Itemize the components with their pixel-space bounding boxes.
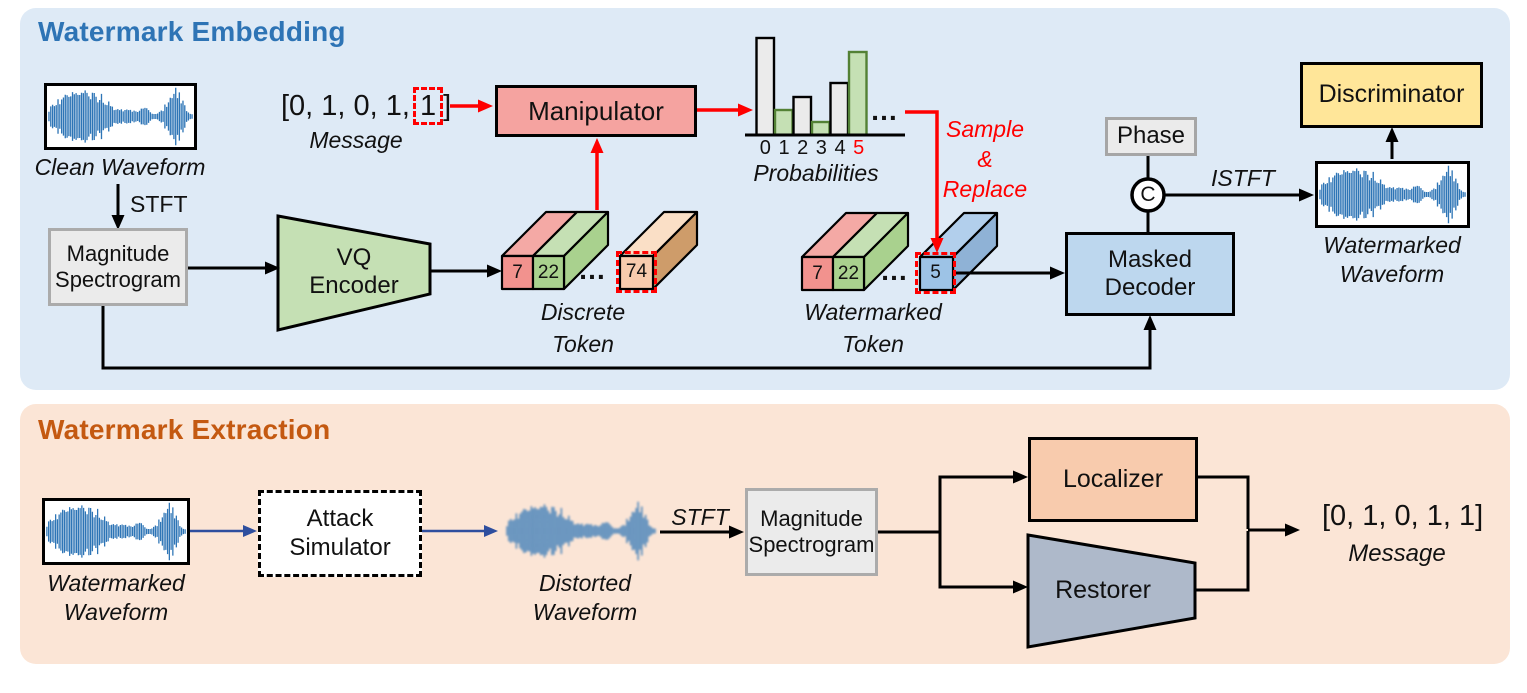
distorted-waveform-label: Distorted Waveform	[532, 570, 638, 625]
watermarked-token-replaced-cell: 5	[915, 252, 956, 294]
vq-encoder-shape	[276, 214, 432, 332]
vq-encoder-label: VQ Encoder	[309, 243, 399, 299]
watermarked-waveform-label-extract: Watermarked Waveform	[47, 570, 185, 625]
watermarked-waveform-label-embed: Watermarked Waveform	[1323, 232, 1461, 287]
extraction-title: Watermark Extraction	[38, 414, 331, 445]
embed-message-label: Message	[309, 127, 403, 153]
sample-replace-line3: Replace	[942, 176, 1028, 202]
magnitude-spectrogram-extract: Magnitude Spectrogram	[745, 488, 878, 576]
prob-tick-1: 1	[778, 137, 790, 159]
istft-label: ISTFT	[1211, 165, 1275, 191]
discrete-token-replaced-cell: 74	[616, 251, 657, 293]
discrete-token-cell-0: 7	[512, 261, 523, 283]
message-suffix: ]	[443, 89, 452, 122]
watermarked-waveform-image-extract	[42, 498, 190, 565]
sample-replace-line2: &	[977, 146, 993, 172]
masked-decoder-box: Masked Decoder	[1065, 232, 1235, 316]
watermarked-token-shape	[800, 211, 999, 292]
message-prefix: [0, 1, 0, 1,	[281, 89, 410, 122]
black-arrows	[101, 127, 1399, 594]
discriminator-box: Discriminator	[1300, 62, 1483, 128]
restorer-label: Restorer	[1055, 576, 1151, 605]
probabilities-ellipsis: …	[870, 95, 899, 126]
probability-bars	[755, 36, 868, 137]
discrete-token-shape	[500, 210, 699, 291]
prob-bar-3	[810, 120, 831, 137]
restorer-shape	[1026, 533, 1197, 649]
manipulator-box: Manipulator	[495, 85, 697, 137]
attack-simulator-box: Attack Simulator	[258, 490, 422, 577]
phase-box: Phase	[1105, 117, 1197, 156]
message-highlighted-bit: 1	[412, 87, 444, 126]
discrete-token-ellipsis: …	[578, 254, 607, 285]
stft-label-extract: STFT	[671, 504, 729, 530]
discrete-token-label: Discrete Token	[540, 299, 626, 357]
watermarked-waveform-image-embed	[1315, 161, 1470, 228]
magnitude-spectrogram-embed: Magnitude Spectrogram	[48, 228, 188, 306]
prob-tick-3: 3	[815, 137, 827, 159]
prob-tick-4: 4	[834, 137, 846, 159]
concat-symbol: C	[1140, 182, 1156, 206]
watermarked-token-ellipsis: …	[880, 255, 909, 286]
clean-waveform-label: Clean Waveform	[34, 154, 206, 180]
watermarked-token-cell-0: 7	[812, 262, 823, 284]
prob-bar-1	[773, 108, 794, 137]
sample-replace-line1: Sample	[946, 116, 1024, 142]
clean-waveform-image	[44, 83, 197, 150]
discrete-token-cell-1: 22	[537, 261, 560, 283]
watermarked-token-label: Watermarked Token	[804, 299, 942, 357]
distorted-waveform-image	[505, 500, 657, 562]
probabilities-label: Probabilities	[753, 160, 879, 186]
prob-tick-2: 2	[797, 137, 809, 159]
prob-bar-5	[847, 50, 868, 137]
localizer-box: Localizer	[1028, 437, 1198, 522]
prob-bar-4	[829, 81, 850, 137]
concat-circle	[1130, 177, 1166, 213]
prob-tick-0: 0	[759, 137, 771, 159]
prob-bar-0	[755, 36, 776, 137]
embed-message: [0, 1, 0, 1,1]	[281, 87, 452, 126]
prob-tick-5: 5	[853, 137, 865, 159]
stft-label-embed: STFT	[130, 191, 188, 217]
extract-message: [0, 1, 0, 1, 1]	[1322, 500, 1484, 532]
red-arrows	[450, 99, 944, 253]
embedding-title: Watermark Embedding	[38, 16, 346, 47]
watermarked-token-cell-1: 22	[837, 262, 860, 284]
extract-message-label: Message	[1348, 540, 1446, 567]
prob-bar-2	[792, 95, 813, 137]
